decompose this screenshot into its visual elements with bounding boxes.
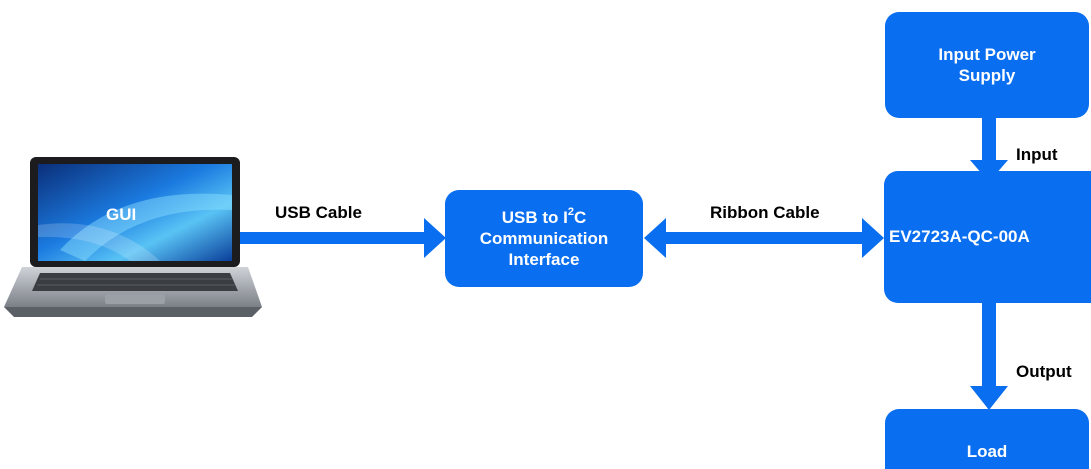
usb-i2c-line2: Communication (479, 228, 609, 248)
usb-to-i2c-interface: USB to I2C Communication Interface (445, 190, 643, 287)
input-arrow (970, 117, 1008, 182)
input-power-supply: Input Power Supply (885, 12, 1089, 118)
usb-cable-arrow (196, 218, 446, 258)
diagram-arrows (196, 117, 1008, 410)
usb-i2c-superscript: 2 (567, 205, 574, 218)
power-line1: Input Power (938, 44, 1036, 64)
ev-board-label: EV2723A-QC-00A (889, 227, 1030, 247)
laptop-icon (4, 157, 262, 317)
power-line2: Supply (958, 66, 1016, 85)
laptop: GUI (0, 155, 262, 325)
input-label: Input (1016, 145, 1058, 164)
load: Load (885, 409, 1089, 469)
ribbon-cable-arrow (644, 218, 884, 258)
ribbon-cable-label: Ribbon Cable (710, 203, 820, 222)
usb-cable-label: USB Cable (275, 203, 362, 222)
usb-i2c-line1: USB to I2C (501, 205, 587, 227)
usb-i2c-line3: Interface (508, 250, 580, 270)
load-label: Load (966, 442, 1008, 461)
gui-label: GUI (106, 205, 137, 224)
output-label: Output (1016, 362, 1072, 381)
ev-board: EV2723A-QC-00A (884, 171, 1091, 303)
output-arrow (970, 302, 1008, 410)
